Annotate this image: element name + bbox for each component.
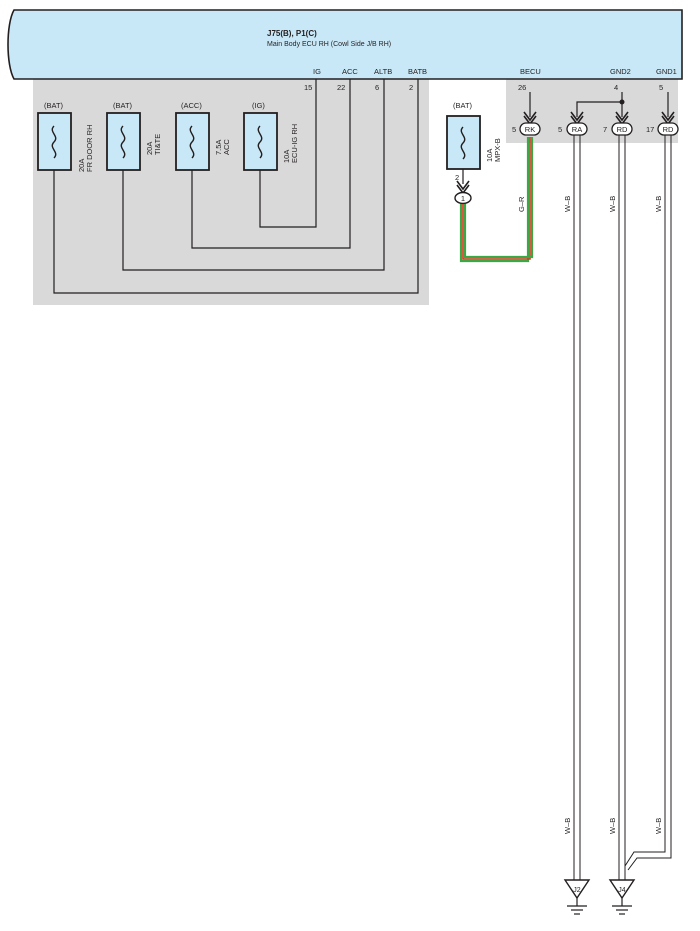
fuse-ecu-ig-rh: (IG) 10A ECU-IG RH: [243, 101, 299, 171]
pin-label-acc: ACC: [342, 67, 358, 76]
pin-num-becu: 26: [518, 83, 526, 92]
connector-ra-label: RA: [572, 125, 582, 134]
fuse-label-mpx-b: 10A MPX-B: [485, 138, 502, 162]
pin-num-gnd2: 4: [614, 83, 618, 92]
ecu-name: Main Body ECU RH (Cowl Side J/B RH): [267, 41, 391, 48]
fuse-source-ecu-ig: (IG): [252, 101, 265, 110]
wire-label-w-b-4: W–B: [563, 818, 572, 834]
pin-label-ig: IG: [313, 67, 321, 76]
pin-num-altb: 6: [375, 83, 379, 92]
fuse-label-acc: 7.5A ACC: [214, 138, 231, 155]
connector-ra: [566, 122, 588, 136]
wire-label-w-b-1: W–B: [563, 196, 572, 212]
ground-j4-label: J4: [618, 887, 626, 894]
connector-rk-label: RK: [525, 125, 535, 134]
connector-rd-7-label: RD: [617, 125, 628, 134]
connector-rd-7: [611, 122, 633, 136]
fuse-source-fr-door: (BAT): [44, 101, 64, 110]
ground-j2: [564, 879, 590, 915]
wire-w-b-rd-17: [624, 135, 672, 871]
wire-w-b-rd-7: [618, 135, 626, 880]
fuse-label-ti-te: 20A TI&TE: [145, 134, 162, 155]
fuse-pin-mpx-b: 2: [455, 173, 459, 182]
connector-pin-rd-7: 7: [603, 125, 607, 134]
splice-dot: [619, 99, 625, 105]
junction-connector-1: [454, 191, 472, 205]
pin-label-altb: ALTB: [374, 67, 392, 76]
fuse-mpx-b: (BAT) 10A MPX-B 2: [446, 101, 502, 182]
junction-block-shade: [33, 79, 429, 305]
fuse-source-mpx-b: (BAT): [453, 101, 473, 110]
fuse-label-fr-door: 20A FR DOOR RH: [77, 125, 94, 173]
connector-rk: [519, 122, 541, 136]
junction-connector-1-label: 1: [461, 194, 465, 203]
wire-label-w-b-6: W–B: [654, 818, 663, 834]
pin-label-gnd2: GND2: [610, 67, 631, 76]
pin-num-acc: 22: [337, 83, 345, 92]
ground-j2-label: J2: [573, 887, 581, 894]
fuse-source-ti-te: (BAT): [113, 101, 133, 110]
wire-g-r: [459, 137, 534, 263]
pin-num-gnd1: 5: [659, 83, 663, 92]
fuse-acc: (ACC) 7.5A ACC: [175, 101, 231, 171]
fuse-fr-door-rh: (BAT) 20A FR DOOR RH: [37, 101, 94, 173]
wire-w-b-ra: [573, 135, 581, 880]
connector-rd-17-label: RD: [663, 125, 674, 134]
pin-label-batb: BATB: [408, 67, 427, 76]
wire-label-w-b-5: W–B: [608, 818, 617, 834]
pin-label-gnd1: GND1: [656, 67, 677, 76]
ecu-block: [7, 9, 683, 80]
connector-pin-rk: 5: [512, 125, 516, 134]
connector-rd-17: [657, 122, 679, 136]
ground-j4: [609, 879, 635, 915]
fuse-ti-te: (BAT) 20A TI&TE: [106, 101, 162, 171]
wire-label-g-r: G–R: [517, 196, 526, 212]
wire-label-w-b-2: W–B: [608, 196, 617, 212]
connector-pin-ra: 5: [558, 125, 562, 134]
pin-num-batb: 2: [409, 83, 413, 92]
fuse-source-acc: (ACC): [181, 101, 202, 110]
pin-num-ig: 15: [304, 83, 312, 92]
pin-label-becu: BECU: [520, 67, 541, 76]
wire-label-w-b-3: W–B: [654, 196, 663, 212]
connector-pin-rd-17: 17: [646, 125, 654, 134]
ecu-code: J75(B), P1(C): [267, 29, 317, 38]
fuse-label-ecu-ig: 10A ECU-IG RH: [282, 124, 299, 163]
fuse-wires: [53, 79, 419, 294]
